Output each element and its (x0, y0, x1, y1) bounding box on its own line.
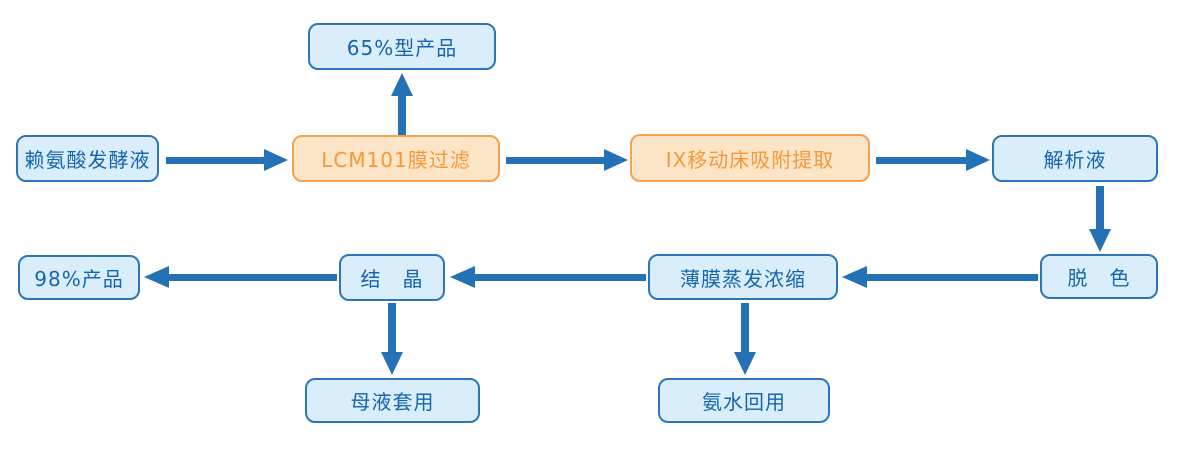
node-crystallization: 结 晶 (339, 254, 445, 301)
node-65-percent-product: 65%型产品 (308, 23, 496, 70)
node-decolorization: 脱 色 (1040, 254, 1158, 299)
node-98-percent-product: 98%产品 (18, 255, 140, 300)
arrow-ferment-to-lcm-icon (166, 149, 288, 171)
node-ix-moving-bed-adsorption: IX移动床吸附提取 (630, 134, 870, 182)
node-lysine-fermentation-broth: 赖氨酸发酵液 (16, 135, 159, 182)
arrow-eluate-to-decolor-icon (1089, 186, 1111, 252)
arrow-lcm-to-ix-icon (506, 149, 628, 171)
arrow-evaporation-to-ammonia-icon (734, 303, 756, 375)
arrow-crystallization-to-98product-icon (144, 266, 337, 288)
node-thin-film-evaporation: 薄膜蒸发浓缩 (648, 254, 838, 300)
arrow-evaporation-to-crystallization-icon (450, 266, 646, 288)
arrow-crystallization-to-motherliquor-icon (381, 303, 403, 375)
arrow-ix-to-eluate-icon (876, 149, 990, 171)
node-lcm101-membrane-filtration: LCM101膜过滤 (292, 135, 500, 182)
node-ammonia-water-recycle: 氨水回用 (658, 378, 830, 423)
arrow-lcm-to-65product-icon (391, 73, 413, 135)
node-mother-liquor-reuse: 母液套用 (305, 378, 480, 423)
arrow-decolor-to-evaporation-icon (842, 266, 1038, 288)
node-eluate: 解析液 (992, 135, 1158, 182)
